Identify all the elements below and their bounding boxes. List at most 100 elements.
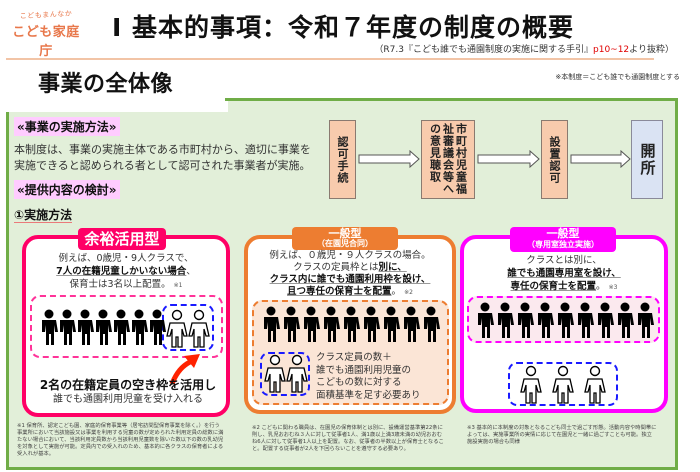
- flow-step-opening: 開所: [631, 120, 663, 199]
- desc-line: クラスの定員枠とは: [293, 262, 379, 273]
- panel-surplus-description: 例えば、0歳児・9人クラスで、 7人の在籍児童しかいない場合、 保育士は3名以上…: [26, 252, 226, 292]
- child-person-icon: [76, 309, 94, 351]
- enrolled-children-group: [40, 309, 166, 351]
- child-person-icon: [476, 302, 494, 344]
- dedicated-room-area: [508, 362, 618, 406]
- desc-emphasis: クラス内に誰でも通園利用枠を設け、: [269, 274, 431, 285]
- extra-children-group: [264, 354, 308, 398]
- implementation-heading: «事業の実施方法»: [14, 117, 120, 136]
- logo-tagline: こどもまんなか: [19, 9, 73, 21]
- child-person-icon: [166, 309, 188, 353]
- child-person-icon: [94, 309, 112, 351]
- child-person-icon: [286, 354, 308, 398]
- desc-emphasis: 誰でも通園専用室を設け、: [507, 268, 621, 279]
- definition-note: ※本制度＝こども誰でも通園制度とする: [555, 73, 680, 81]
- desc-punct: 。: [391, 286, 402, 297]
- desc-punct: 。: [596, 281, 606, 292]
- footnote-2: ※2 こどもに関わる職員は、在園児の保育体制とは別に、設備運営基準第22条に則し…: [252, 425, 444, 452]
- panel-dedicated-description: クラスとは別に、 誰でも通園専用室を設け、 専任の保育士を配置。 ※3: [464, 254, 664, 294]
- kodomo-agency-logo: こどもまんなか こども家庭庁: [6, 10, 86, 59]
- child-person-icon: [112, 309, 130, 351]
- desc-punct: 、: [186, 266, 196, 277]
- source-suffix: より抜粋）: [629, 45, 674, 55]
- child-person-icon: [322, 306, 340, 348]
- child-person-icon: [302, 306, 320, 348]
- extra-slot-area: [260, 352, 310, 396]
- desc-emphasis: 専任の保育士を配置: [510, 281, 597, 292]
- section-title: 事業の全体像: [38, 72, 174, 97]
- curved-arrow-icon: [169, 354, 200, 385]
- vacant-children-group: [166, 309, 210, 353]
- content-heading: «提供内容の検討»: [14, 180, 120, 199]
- flow-arrow-icon: [570, 150, 631, 168]
- flow-step-approval-procedure: 認可手続: [329, 120, 356, 199]
- flow-arrow-icon: [358, 150, 420, 168]
- section-title-tab: [0, 60, 228, 112]
- child-person-icon: [362, 306, 380, 348]
- child-person-icon: [342, 306, 360, 348]
- badge-subtitle: （在園児合同）: [317, 239, 373, 248]
- flow-step-label: 開所: [638, 142, 657, 177]
- child-person-icon: [616, 302, 634, 344]
- desc-emphasis: 別に、: [378, 262, 407, 273]
- flow-step-label: 市町村児童福祉審議会等への意見聴取: [428, 122, 468, 195]
- desc-line: クラスとは別に、: [526, 255, 602, 266]
- source-pages: p10~12: [593, 45, 630, 55]
- extra-children-group: [520, 365, 616, 409]
- child-person-icon: [262, 306, 280, 348]
- class-capacity-area: [30, 295, 223, 358]
- flow-arrow-icon: [477, 150, 540, 168]
- flow-step-establishment-approval: 設置認可: [541, 120, 568, 199]
- note-ref: ※2: [404, 289, 413, 296]
- footnote-1: ※1 保育所、認定こども園、家庭的保育事業等（居宅訪問型保育事業を除く。）を行う…: [17, 423, 224, 457]
- footnote-3: ※3 基本的に本制度の対象となるこども同士で過ごす形態。活動内容や時間帯によって…: [467, 425, 657, 445]
- note-ref: ※1: [173, 282, 183, 289]
- logo-name: こども家庭庁: [12, 25, 80, 59]
- child-person-icon: [636, 302, 654, 344]
- note-line: 面積基準を足す必要あり: [316, 389, 421, 401]
- child-person-icon: [188, 309, 210, 353]
- source-prefix: （R7.3『こども誰でも通園制度の実施に関する手引』: [374, 45, 593, 55]
- desc-line: 保育士は3名以上配置。: [69, 279, 171, 290]
- child-person-icon: [516, 302, 534, 344]
- flow-step-council-hearing: 市町村児童福祉審議会等への意見聴取: [421, 120, 475, 199]
- method-heading: ①実施方法: [14, 208, 73, 223]
- child-person-icon: [282, 306, 300, 348]
- note-line: 誰でも通園利用児童の: [316, 364, 412, 376]
- enrolled-children-group: [262, 306, 442, 348]
- panel-surplus-summary: 2名の在籍定員の空き枠を活用し 誰でも通園利用児童を受け入れる: [30, 377, 226, 407]
- area-standard-note: クラス定員の数＋ 誰でも通園利用児童の こどもの数に対する 面積基準を足す必要あ…: [316, 352, 421, 402]
- frame-left-edge: [6, 112, 9, 116]
- child-person-icon: [402, 306, 420, 348]
- child-person-icon: [536, 302, 554, 344]
- child-person-icon: [520, 365, 542, 409]
- desc-line: 例えば、０歳児・９人クラスの場合。: [269, 250, 431, 261]
- note-line: こどもの数に対する: [316, 377, 402, 388]
- desc-line: 例えば、0歳児・9人クラスで、: [58, 253, 194, 264]
- note-ref: ※3: [608, 284, 618, 291]
- summary-bold: 2名の在籍定員の空き枠を活用し: [39, 378, 217, 392]
- child-person-icon: [264, 354, 286, 398]
- source-citation: （R7.3『こども誰でも通園制度の実施に関する手引』p10~12より抜粋）: [374, 42, 674, 55]
- implementation-body: 本制度は、事業の実施主体である市町村から、適切に事業を実施できると認められる者と…: [14, 143, 311, 172]
- panel-combined-description: 例えば、０歳児・９人クラスの場合。 クラスの定員枠とは別に、 クラス内に誰でも通…: [250, 250, 450, 299]
- child-person-icon: [576, 302, 594, 344]
- child-person-icon: [58, 309, 76, 351]
- panel-badge-surplus: 余裕活用型: [78, 228, 166, 250]
- child-person-icon: [40, 309, 58, 351]
- badge-title: 一般型: [328, 227, 362, 240]
- child-person-icon: [382, 306, 400, 348]
- panel-badge-general-combined: 一般型 （在園児合同）: [292, 227, 398, 250]
- frame-corner: [6, 98, 231, 115]
- child-person-icon: [584, 365, 606, 409]
- summary-normal: 誰でも通園利用児童を受け入れる: [53, 394, 203, 405]
- child-person-icon: [130, 309, 148, 351]
- child-person-icon: [556, 302, 574, 344]
- child-person-icon: [596, 302, 614, 344]
- child-person-icon: [552, 365, 574, 409]
- enrolled-children-group: [476, 302, 656, 344]
- desc-emphasis: 7人の在籍児童しかいない場合: [56, 266, 187, 277]
- badge-subtitle: （専用室独立実施）: [527, 240, 599, 249]
- note-line: クラス定員の数＋: [316, 352, 392, 363]
- desc-emphasis: 且つ専任の保育士を配置: [287, 286, 392, 297]
